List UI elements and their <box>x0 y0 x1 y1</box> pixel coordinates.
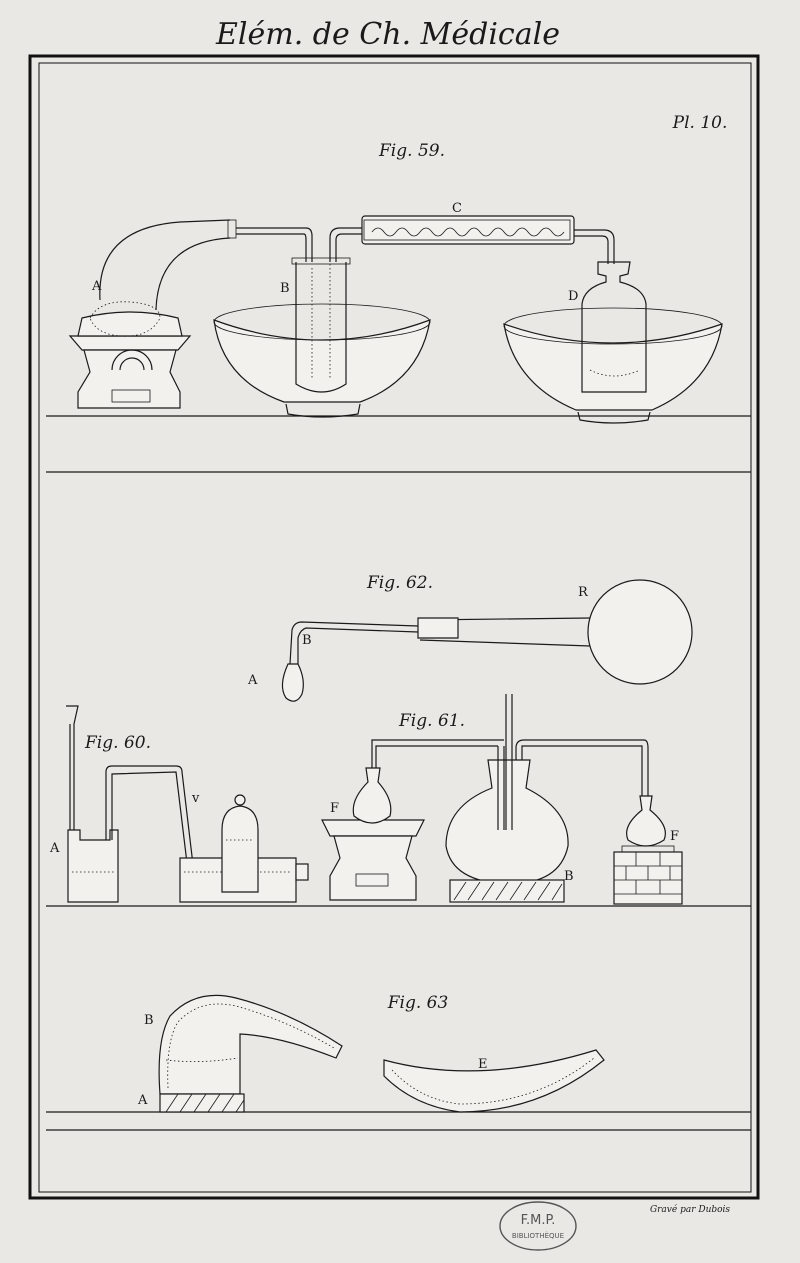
figure-61: Fig. 61. F B F <box>321 694 683 905</box>
fig-61-label-b: B <box>564 869 574 884</box>
fig-59-label-a: A <box>91 279 102 294</box>
plate-title: Elém. de Ch. Médicale <box>215 17 560 52</box>
engraver-credit: Gravé par Dubois <box>650 1204 730 1215</box>
fig-62-label-r: R <box>578 585 589 600</box>
fig-62-label-a: A <box>247 673 258 688</box>
fig-60-title: Fig. 60. <box>84 733 151 753</box>
fig-59-label-c: C <box>452 201 462 216</box>
fig-63-label-e: E <box>478 1057 488 1072</box>
fig-61-label-f1: F <box>330 801 339 816</box>
furnace-a <box>68 301 192 409</box>
fig-61-label-f2: F <box>670 829 679 844</box>
figure-62: Fig. 62. R B A <box>247 573 693 702</box>
fig-60-label-a: A <box>49 841 60 856</box>
plate-number: Pl. 10. <box>672 113 728 133</box>
fig-63-title: Fig. 63 <box>387 993 449 1013</box>
fig-62-title: Fig. 62. <box>366 573 433 593</box>
library-stamp: F.M.P. BIBLIOTHÈQUE <box>499 1201 577 1251</box>
fig-61-title: Fig. 61. <box>398 711 465 731</box>
stamp-library: BIBLIOTHÈQUE <box>512 1231 564 1240</box>
plate-border <box>28 54 760 1200</box>
figure-60: Fig. 60. A v <box>49 705 309 903</box>
fig-63-label-b: B <box>144 1013 154 1028</box>
basin-b <box>213 240 431 418</box>
drying-tube-c <box>361 215 575 245</box>
basin-d <box>503 261 723 424</box>
figure-59: Fig. 59. A B <box>68 141 723 424</box>
stamp-initials: F.M.P. <box>521 1213 556 1228</box>
fig-59-label-d: D <box>568 289 578 304</box>
fig-63-label-a: A <box>137 1093 148 1108</box>
fig-59-title: Fig. 59. <box>378 141 445 161</box>
figure-63: Fig. 63 B A E <box>137 993 605 1113</box>
fig-59-label-b: B <box>280 281 290 296</box>
fig-60-label-v: v <box>191 791 200 806</box>
fig-62-label-b: B <box>302 633 312 648</box>
